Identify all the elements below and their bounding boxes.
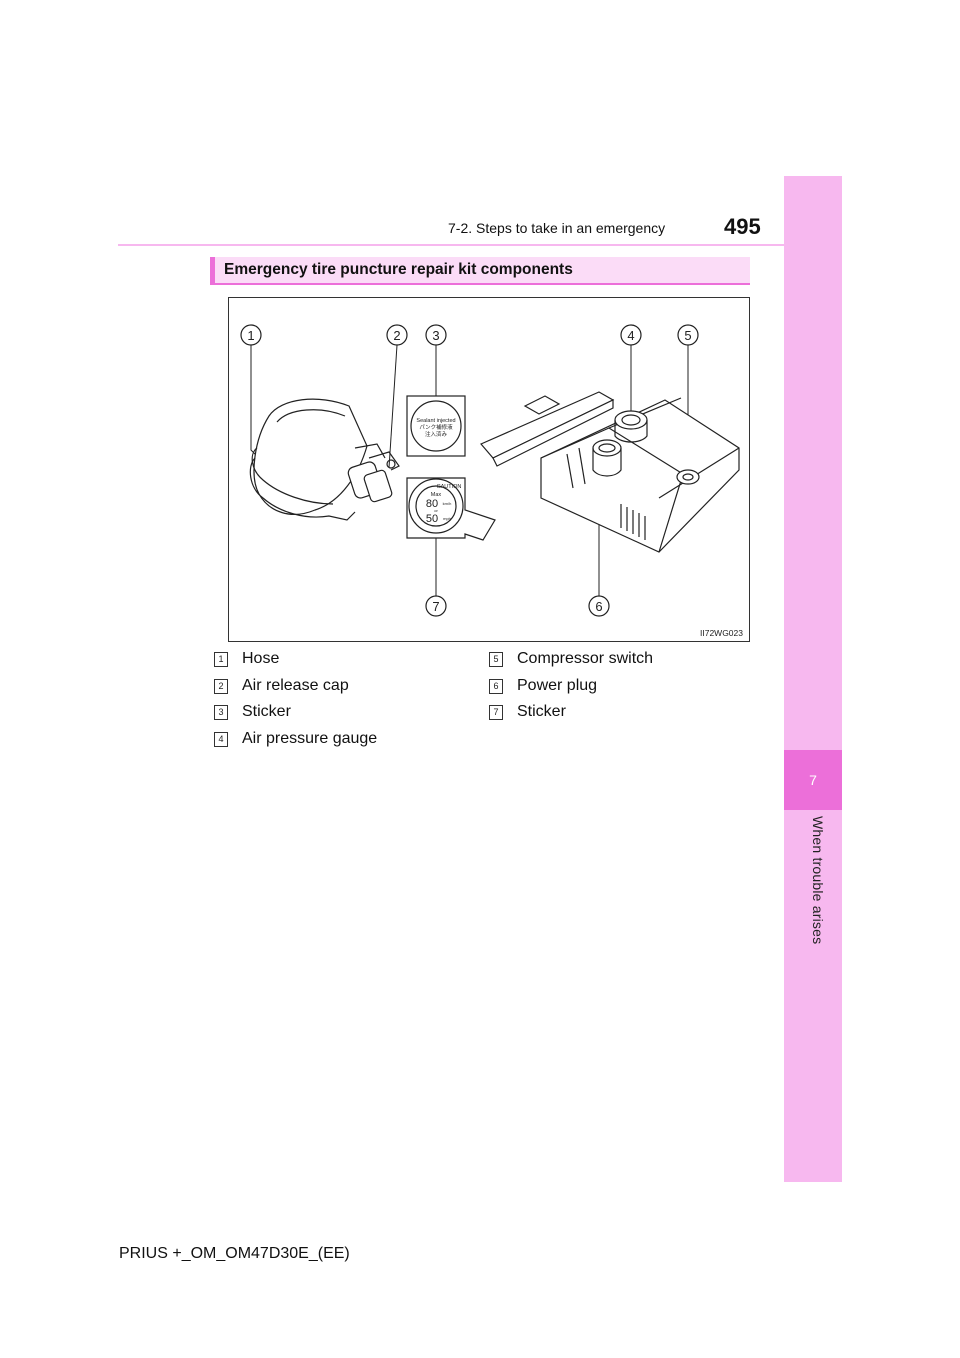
callout-5: 5	[684, 328, 691, 343]
legend-item-sticker-3: 3 Sticker	[214, 703, 291, 721]
compressor-drawing	[480, 391, 740, 553]
repair-kit-illustration: 1 2 3 4 5 6 7 Sealant injected パ	[228, 297, 750, 642]
legend-num-5: 5	[489, 651, 503, 667]
callout-3: 3	[432, 328, 439, 343]
callout-circles	[240, 324, 699, 617]
caution-speed-sticker: CAUTION Max 80 km/h or 50 mph	[406, 477, 496, 541]
sticker-caution-label: CAUTION	[437, 484, 462, 490]
legend-item-air-pressure-gauge: 4 Air pressure gauge	[214, 730, 377, 748]
repair-kit-drawing: 1 2 3 4 5 6 7 Sealant injected パ	[240, 324, 743, 638]
chapter-side-tab	[784, 176, 842, 1182]
sticker-speed-80: 80	[426, 498, 438, 510]
legend-label-sticker-3: Sticker	[242, 703, 291, 720]
legend-num-1: 1	[214, 651, 228, 667]
legend-label-compressor-switch: Compressor switch	[517, 650, 654, 667]
document-id-footer: PRIUS +_OM_OM47D30E_(EE)	[119, 1245, 350, 1262]
legend-num-4: 4	[214, 731, 228, 747]
sticker-speed-50: 50	[426, 513, 438, 525]
sticker-sealant-line3: 注入済み	[425, 430, 448, 438]
sealant-injected-sticker: Sealant injected パンク補修液 注入済み	[406, 395, 466, 457]
sticker-unit-kmh: km/h	[443, 501, 452, 506]
compressor-vent-slots	[620, 504, 646, 540]
legend-num-3: 3	[214, 704, 228, 720]
legend-num-7: 7	[489, 704, 503, 720]
sticker-sealant-line2: パンク補修液	[419, 423, 453, 431]
sticker-sealant-line1: Sealant injected	[416, 418, 455, 424]
page-number: 495	[724, 214, 761, 239]
legend-label-sticker-7: Sticker	[517, 703, 566, 720]
legend-label-hose: Hose	[242, 650, 280, 667]
legend-label-air-pressure-gauge: Air pressure gauge	[242, 730, 378, 747]
sticker-unit-mph: mph	[443, 516, 451, 521]
legend-label-power-plug: Power plug	[517, 677, 598, 694]
header-rule	[118, 244, 784, 246]
legend-item-compressor-switch: 5 Compressor switch	[489, 650, 653, 668]
callout-1: 1	[247, 328, 254, 343]
callout-6: 6	[595, 599, 602, 614]
legend-item-power-plug: 6 Power plug	[489, 677, 597, 695]
callout-7: 7	[432, 599, 439, 614]
callout-2: 2	[393, 328, 400, 343]
sticker-or: or	[434, 508, 438, 513]
legend-item-air-release-cap: 2 Air release cap	[214, 677, 349, 695]
sticker-max: Max	[431, 492, 442, 498]
sealant-bottle-drawing	[249, 398, 400, 521]
section-heading-accent	[210, 257, 215, 283]
figure-code: II72WG023	[700, 628, 743, 638]
legend-label-air-release-cap: Air release cap	[242, 677, 349, 694]
header-section-title: 7-2. Steps to take in an emergency	[448, 220, 666, 236]
legend-num-6: 6	[489, 678, 503, 694]
section-heading: Emergency tire puncture repair kit compo…	[210, 257, 750, 285]
legend-item-sticker-7: 7 Sticker	[489, 703, 566, 721]
legend-num-2: 2	[214, 678, 228, 694]
section-heading-text: Emergency tire puncture repair kit compo…	[224, 261, 573, 278]
chapter-number-badge: 7	[784, 750, 842, 810]
callout-4: 4	[627, 328, 634, 343]
chapter-title: When trouble arises	[810, 816, 826, 945]
legend-item-hose: 1 Hose	[214, 650, 279, 668]
